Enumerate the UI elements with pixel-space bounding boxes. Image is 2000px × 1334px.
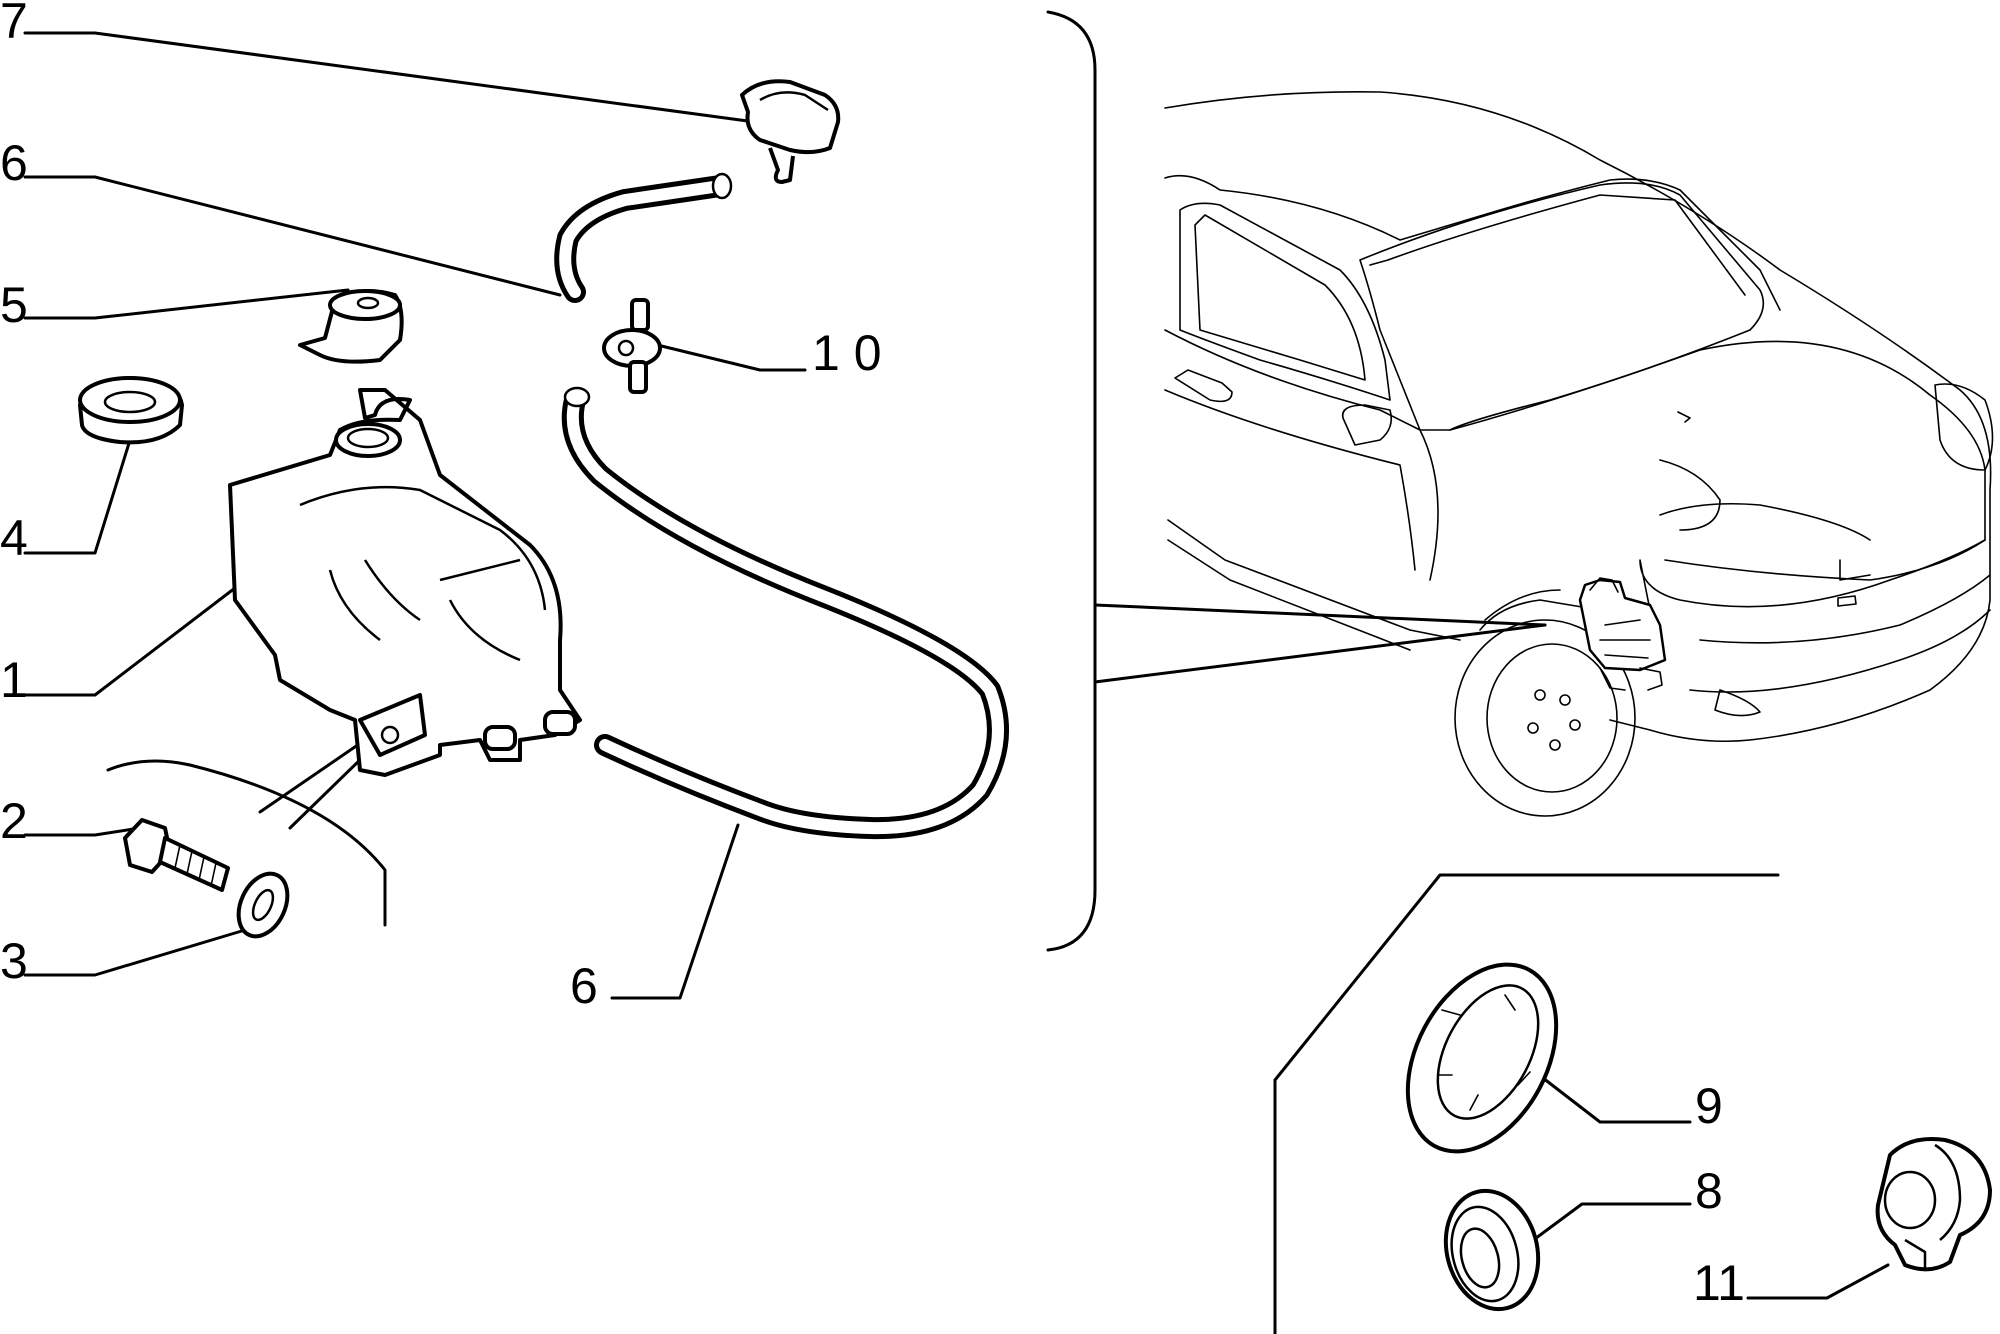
part-11-clip — [1875, 1137, 1992, 1272]
part-8-grommet — [1443, 1188, 1541, 1312]
part-6-hoses — [554, 172, 1009, 840]
part-10-connector — [602, 298, 662, 394]
callout-10: 1 0 — [812, 325, 882, 381]
callout-5: 5 — [0, 277, 28, 333]
part-1-washer-reservoir — [228, 388, 582, 777]
car-location-illustration — [1164, 91, 1994, 817]
part-5-filler-cap — [298, 289, 404, 364]
part-2-bolt — [123, 818, 230, 892]
part-9-seal-ring — [1405, 962, 1559, 1154]
part-3-washer — [236, 871, 290, 939]
callout-11: 11 — [1693, 1255, 1745, 1311]
part-7-washer-nozzle — [740, 79, 841, 184]
leader-lines — [23, 31, 1890, 1300]
callout-9: 9 — [1695, 1078, 1723, 1134]
part-4-grommet — [78, 376, 184, 445]
callout-2: 2 — [0, 793, 28, 849]
callout-8: 8 — [1695, 1163, 1723, 1219]
callout-6-bottom: 6 — [570, 958, 598, 1014]
callout-3: 3 — [0, 933, 28, 989]
callout-6-top: 6 — [0, 135, 28, 191]
callout-7: 7 — [0, 0, 28, 49]
callout-1: 1 — [0, 652, 28, 708]
callout-4: 4 — [0, 510, 28, 566]
